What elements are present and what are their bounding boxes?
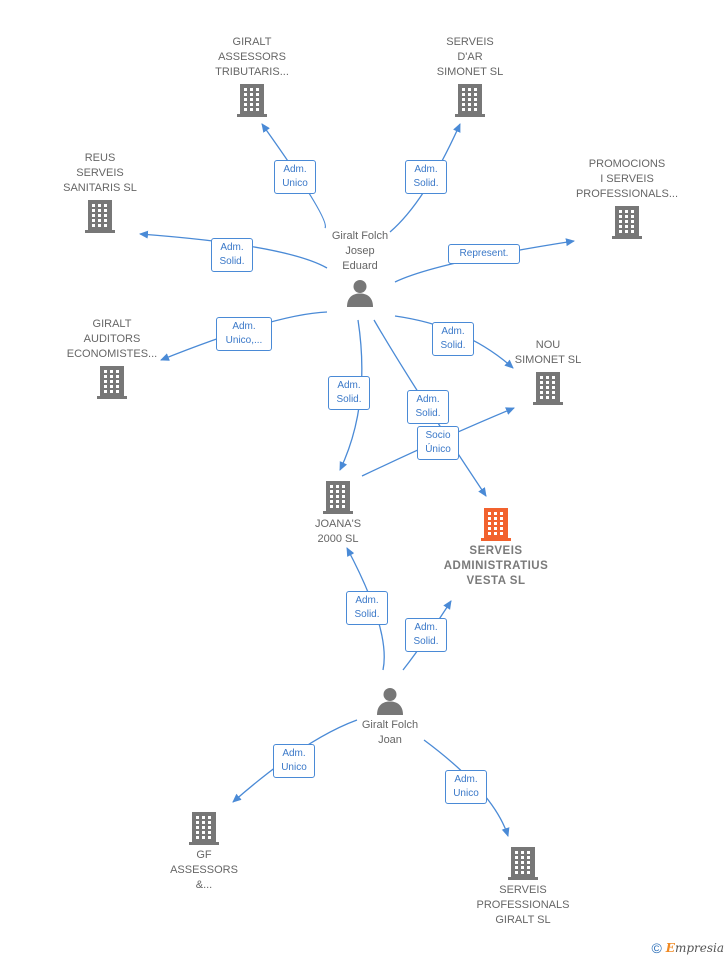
relation-label[interactable]: Adm.Solid.: [405, 160, 447, 194]
building-icon-highlighted: [481, 508, 511, 541]
brand-logo: Empresia: [665, 941, 724, 955]
person-name-label: Giralt Folch Josep Eduard: [331, 230, 389, 272]
building-icon: [85, 200, 115, 233]
relationship-edge: [139, 230, 328, 269]
building-icon: [455, 84, 485, 117]
relation-label[interactable]: Adm.Unico,...: [216, 317, 272, 351]
person-name-label: Giralt Folch Joan: [361, 719, 419, 746]
relation-label[interactable]: Adm.Solid.: [432, 322, 474, 356]
building-icon: [237, 84, 267, 117]
relation-label[interactable]: Adm.Solid.: [328, 376, 370, 410]
building-icon: [508, 847, 538, 880]
relation-label[interactable]: Represent.: [448, 244, 520, 264]
person-icon: [347, 280, 373, 307]
relation-label[interactable]: Adm.Solid.: [211, 238, 253, 272]
person-icon: [377, 688, 403, 715]
relation-label[interactable]: Adm.Solid.: [346, 591, 388, 625]
empresia-watermark: © Empresia: [651, 940, 724, 956]
person-node-giralt-folch-joan[interactable]: Giralt Folch Joan: [325, 684, 455, 752]
relation-label[interactable]: Adm.Unico: [273, 744, 315, 778]
building-icon: [97, 366, 127, 399]
relation-label[interactable]: Adm.Solid.: [405, 618, 447, 652]
copyright-icon: ©: [651, 940, 662, 956]
building-icon: [533, 372, 563, 405]
building-icon: [323, 481, 353, 514]
building-icon: [189, 812, 219, 845]
person-node-giralt-folch-josep-eduard[interactable]: Giralt Folch Josep Eduard: [295, 229, 425, 310]
relationship-edge: [261, 123, 327, 229]
relation-label[interactable]: Adm.Solid.: [407, 390, 449, 424]
relation-label[interactable]: Adm.Unico: [274, 160, 316, 194]
relation-label[interactable]: Adm.Unico: [445, 770, 487, 804]
building-icon: [612, 206, 642, 239]
